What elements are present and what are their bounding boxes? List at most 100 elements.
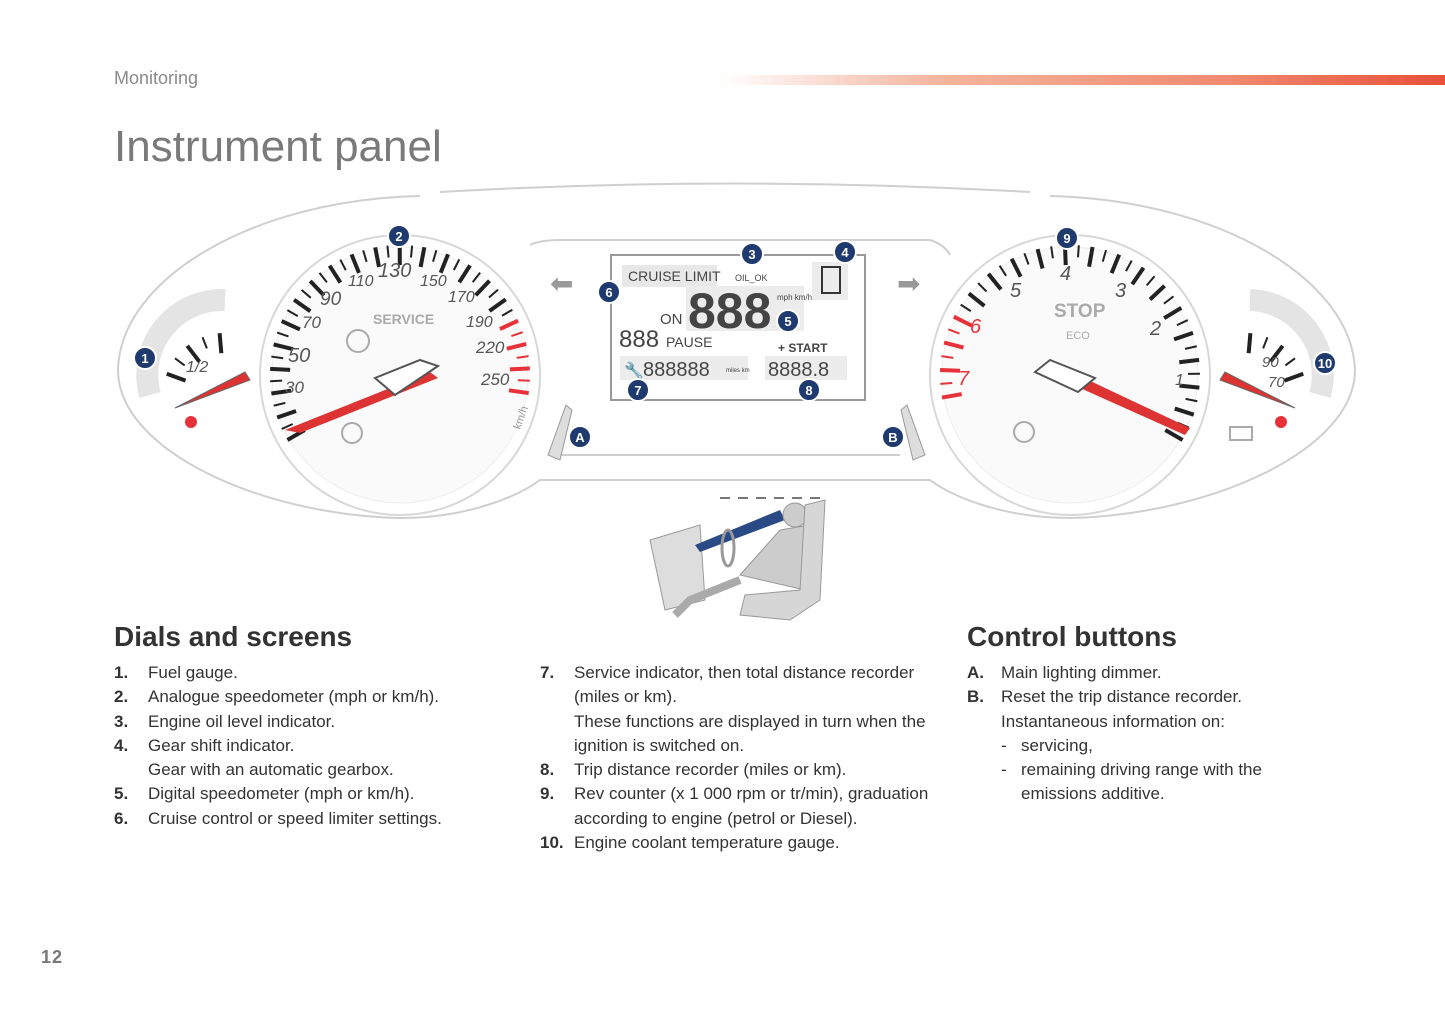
gauge-tick: [511, 331, 524, 338]
gauge-tick: [506, 342, 527, 351]
gauge-tick: [1283, 371, 1304, 383]
gear-up-arrow-icon: ➡: [897, 268, 920, 299]
gauge-tick: [499, 318, 519, 331]
callout-5: 5: [776, 309, 800, 333]
gauge-tick: [967, 291, 986, 308]
gauge-tick: [185, 344, 202, 363]
list-item: A.Main lighting dimmer.: [967, 663, 1162, 682]
gauge-tick: [1268, 344, 1285, 363]
gauge-tick: [273, 342, 294, 352]
gauge-tick: [327, 264, 343, 284]
speed-label: 220: [475, 338, 505, 357]
gauge-tick: [386, 245, 390, 258]
dials-list-col1: 1.Fuel gauge. 2.Analogue speedometer (mp…: [114, 661, 514, 831]
list-item: 7.Service indicator, then total distance…: [540, 663, 926, 755]
speedometer: 30 50 70 90 110 130 150 170 190 220 250 …: [259, 234, 541, 516]
speed-label: 70: [302, 313, 321, 332]
gauge-tick: [271, 388, 292, 396]
svg-text:7: 7: [634, 383, 641, 398]
gauge-tick: [301, 289, 312, 299]
odometer-unit: miles km: [726, 368, 750, 374]
gauge-tick: [977, 282, 988, 293]
gauge-tick: [1185, 397, 1198, 403]
rev-label: 7: [958, 368, 970, 390]
gauge-tick: [1284, 357, 1296, 367]
gauge-tick: [1163, 306, 1183, 320]
gauge-tick: [1163, 295, 1175, 305]
gauge-tick: [286, 309, 299, 317]
callout-4: 4: [833, 240, 857, 264]
gauge-tick: [1148, 284, 1166, 301]
speed-label: 30: [285, 378, 304, 397]
list-item: 2.Analogue speedometer (mph or km/h).: [114, 687, 440, 707]
gauge-tick: [166, 371, 187, 383]
speed-label: 150: [420, 273, 447, 290]
gauge-tick: [1035, 248, 1045, 269]
list-item: 8.Trip distance recorder (miles or km).: [540, 760, 847, 780]
svg-text:5: 5: [784, 314, 791, 329]
svg-text:3: 3: [748, 247, 755, 262]
gauge-tick: [273, 401, 286, 407]
cruise-on-label: ON: [660, 311, 683, 328]
gauge-tick: [1077, 245, 1080, 258]
gauge-tick: [1179, 357, 1200, 365]
gauge-tick: [276, 331, 289, 338]
gauge-tick: [1125, 260, 1133, 272]
fuel-half-label: 1/2: [186, 359, 208, 376]
trip-digits: 8888.8: [768, 359, 829, 381]
gauge-tick: [280, 319, 301, 332]
speed-unit-lcd: mph km/h: [777, 293, 812, 302]
gauge-tick: [1176, 319, 1189, 327]
gauge-tick: [488, 288, 499, 299]
gauge-tick: [373, 247, 381, 268]
coolant-warning-light: [1275, 416, 1287, 428]
gauge-tick: [349, 253, 361, 274]
gauge-tick: [947, 328, 960, 335]
gauge-tick: [271, 355, 284, 360]
svg-text:2: 2: [395, 229, 402, 244]
gauge-tick: [1145, 275, 1156, 286]
gauge-tick: [270, 379, 283, 383]
callout-9: 9: [1055, 226, 1079, 250]
tyre-pressure-icon: [1013, 421, 1035, 443]
svg-text:1: 1: [141, 351, 148, 366]
gauge-tick: [1050, 246, 1054, 259]
gauge-tick: [1023, 252, 1030, 265]
central-display: CRUISE LIMIT OIL_OK 888 mph km/h ON 888 …: [610, 254, 866, 401]
rev-label: 4: [1060, 263, 1071, 285]
gauge-tick: [508, 388, 530, 396]
callout-1: 1: [133, 346, 157, 370]
callout-8: 8: [797, 378, 821, 402]
speed-label: 170: [448, 289, 475, 306]
speed-label: 90: [320, 289, 342, 310]
gauge-tick: [1246, 333, 1253, 354]
gauge-tick: [281, 423, 294, 430]
callout-a: A: [568, 425, 592, 449]
gauge-tick: [952, 314, 973, 328]
gauge-tick: [488, 297, 507, 313]
gauge-tick: [516, 355, 529, 359]
callout-6: 6: [597, 280, 621, 304]
gauge-tick: [270, 366, 291, 372]
list-item: 3.Engine oil level indicator.: [114, 711, 336, 731]
stop-start-label: STOP: [1054, 301, 1106, 322]
gauge-tick: [438, 253, 450, 274]
gauge-tick: [471, 272, 481, 283]
gauge-tick: [1101, 249, 1108, 262]
gauge-tick: [940, 382, 953, 385]
speed-label: 50: [288, 345, 310, 367]
callout-10: 10: [1313, 351, 1337, 375]
gauge-tick: [998, 265, 1007, 277]
gauge-tick: [960, 303, 972, 312]
speed-label: 190: [466, 314, 493, 331]
speed-label: 250: [480, 370, 510, 389]
list-item: B.Reset the trip distance recorder.Insta…: [967, 685, 1307, 806]
gauge-tick: [941, 355, 954, 359]
list-item: 4.Gear shift indicator.Gear with an auto…: [114, 735, 394, 780]
gauge-tick: [1174, 406, 1195, 417]
fuel-gauge: 1/2: [136, 288, 251, 428]
rev-label: 5: [1010, 280, 1022, 302]
start-label: + START: [778, 341, 828, 355]
service-label: SERVICE: [373, 311, 434, 327]
svg-text:A: A: [575, 430, 585, 445]
